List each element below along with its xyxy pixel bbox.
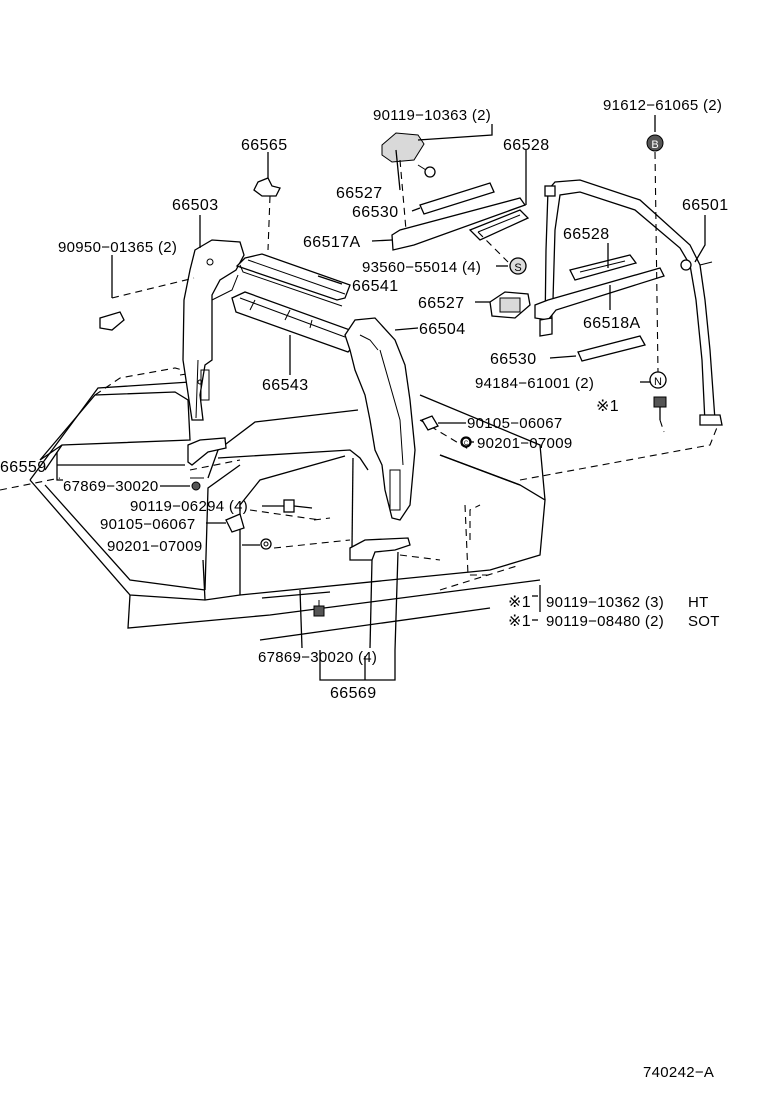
label-66501: 66501 xyxy=(682,197,729,214)
label-90119-10363: 90119−10363 (2) xyxy=(373,107,491,124)
circle-symbol-s: S xyxy=(509,257,527,275)
label-66543: 66543 xyxy=(262,377,309,394)
label-66504: 66504 xyxy=(419,321,466,338)
label-90119-10362: 90119−10362 (3) xyxy=(546,594,664,611)
labels: 90119−10363 (2) 91612−61065 (2) 66528 66… xyxy=(0,97,729,1081)
label-90105-06067-left: 90105−06067 xyxy=(100,516,195,533)
label-90201-07009-left: 90201−07009 xyxy=(107,538,202,555)
svg-text:N: N xyxy=(654,376,662,388)
part-66543-tray xyxy=(231,291,361,353)
label-90119-08480: 90119−08480 (2) xyxy=(546,613,664,630)
label-67869-30020-4: 67869−30020 (4) xyxy=(258,649,377,666)
label-90105-06067-right: 90105−06067 xyxy=(467,415,562,432)
label-93560-55014: 93560−55014 (4) xyxy=(362,259,481,276)
part-66569-bracket xyxy=(349,537,411,561)
label-66559: 66559 xyxy=(0,459,47,476)
label-66518A: 66518A xyxy=(583,315,641,332)
label-66527-mid: 66527 xyxy=(418,295,465,312)
label-66565: 66565 xyxy=(241,137,288,154)
part-66530-mid-rod xyxy=(577,335,646,362)
leader-lines xyxy=(56,115,706,681)
part-66559-bracket xyxy=(187,437,227,466)
note-ht: HT xyxy=(688,594,709,611)
part-66527-mid-pad xyxy=(489,291,531,319)
part-66504-right-cover xyxy=(344,317,416,521)
label-91612-61065: 91612−61065 (2) xyxy=(603,97,722,114)
mark-1-bolt: ※1 xyxy=(596,398,619,415)
circle-symbol-c: C xyxy=(461,437,471,447)
label-66517A: 66517A xyxy=(303,234,361,251)
label-66528-top: 66528 xyxy=(503,137,550,154)
bolt-mark-1 xyxy=(653,396,667,420)
label-66530-top: 66530 xyxy=(352,204,399,221)
washer-90201-07009-left xyxy=(260,538,272,550)
part-66530-top-rod xyxy=(419,182,495,215)
svg-text:C: C xyxy=(464,441,469,447)
label-66503: 66503 xyxy=(172,197,219,214)
label-66530-mid: 66530 xyxy=(490,351,537,368)
label-94184-61001: 94184−61001 (2) xyxy=(475,375,594,392)
part-66528-top-bracket xyxy=(468,209,530,241)
mark-1-ht: ※1 xyxy=(508,594,531,611)
part-66517A-arm xyxy=(391,197,527,251)
label-66528-mid: 66528 xyxy=(563,226,610,243)
part-66541-tray xyxy=(235,253,351,307)
note-sot: SOT xyxy=(688,613,720,630)
label-90201-07009-right: 90201−07009 xyxy=(477,435,572,452)
label-66527-top: 66527 xyxy=(336,185,383,202)
label-67869-30020: 67869−30020 xyxy=(63,478,158,495)
part-67869-clip xyxy=(190,477,204,491)
label-90950-01365: 90950−01365 (2) xyxy=(58,239,177,256)
svg-text:S: S xyxy=(514,262,521,274)
part-66503-left-cover xyxy=(182,239,245,421)
part-90950-clip xyxy=(99,311,125,331)
clip-67869-30020-4 xyxy=(313,600,325,617)
svg-text:B: B xyxy=(651,139,658,151)
screw-90119-10363 xyxy=(417,164,436,178)
label-66569: 66569 xyxy=(330,685,377,702)
truck-bed xyxy=(0,367,721,649)
circle-symbol-n: N xyxy=(649,371,667,389)
part-66528-mid-bracket xyxy=(569,254,638,281)
part-66565-clip xyxy=(253,177,281,197)
nut-90105-06067-right xyxy=(421,415,439,431)
nut-90105-06067-left xyxy=(225,513,245,533)
part-66527-top-pad xyxy=(381,132,425,163)
bolt-90119-06294 xyxy=(283,499,313,513)
circle-symbol-b: B xyxy=(646,134,664,152)
label-66541: 66541 xyxy=(352,278,399,295)
mark-1-sot: ※1 xyxy=(508,613,531,630)
label-90119-06294: 90119−06294 (4) xyxy=(130,498,248,515)
reference-code: 740242−A xyxy=(643,1064,714,1081)
